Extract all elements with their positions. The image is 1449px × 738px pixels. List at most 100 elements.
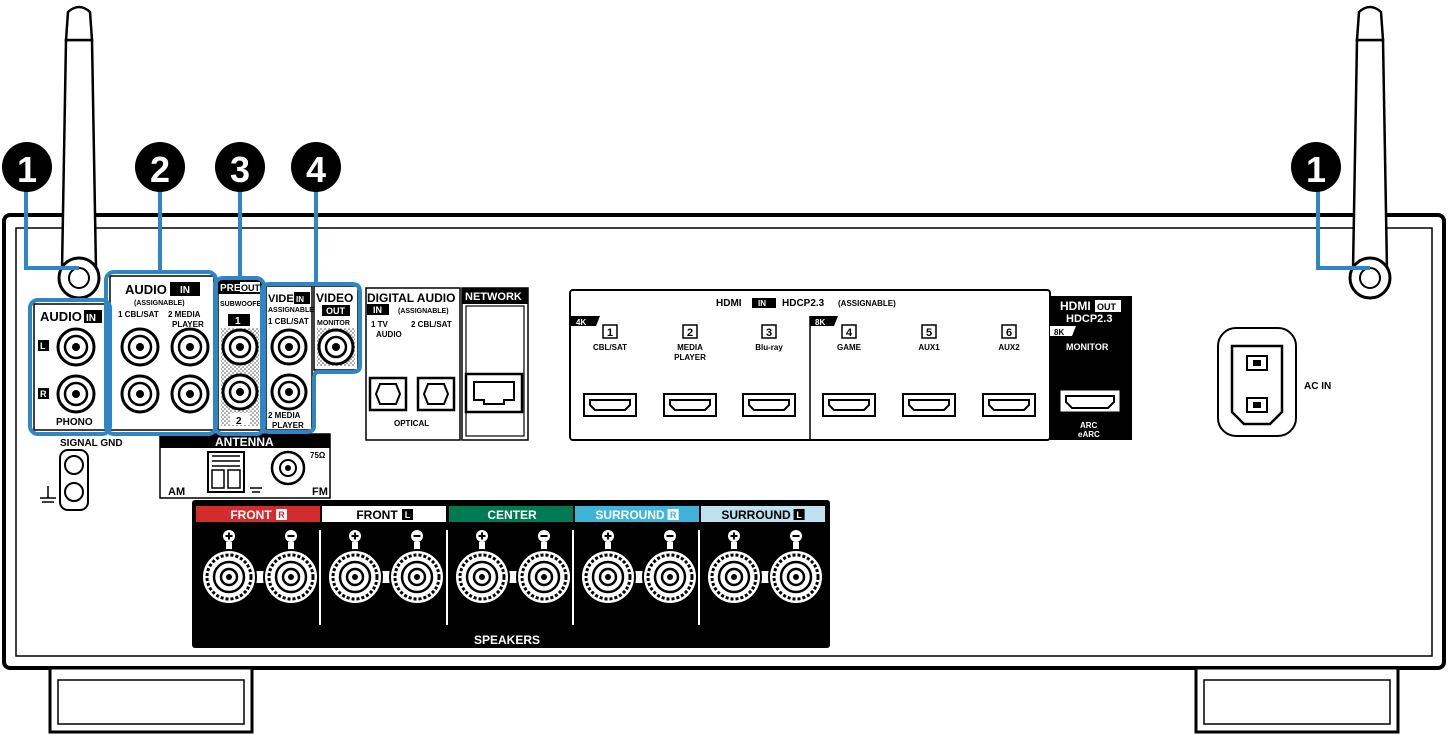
video-out-title: VIDEO xyxy=(316,291,353,305)
foot-right xyxy=(1194,666,1400,734)
hdmi-port-label: AUX1 xyxy=(918,343,940,352)
ethernet-port[interactable] xyxy=(464,372,524,414)
phono-in-badge: IN xyxy=(86,313,96,324)
audio-in-2-l-jack[interactable] xyxy=(170,327,210,367)
ac-inlet[interactable] xyxy=(1217,327,1297,437)
callout-3: 3 xyxy=(230,149,250,190)
optical-label: OPTICAL xyxy=(394,419,429,428)
callout-lines xyxy=(24,180,1370,436)
digital-audio-section: DIGITAL AUDIO IN (ASSIGNABLE) 1 TV AUDIO… xyxy=(365,287,461,441)
signal-gnd-terminal[interactable] xyxy=(40,449,89,511)
fm-antenna-jack[interactable] xyxy=(270,450,306,486)
optical-1-sub: AUDIO xyxy=(376,330,402,339)
ac-in-label: AC IN xyxy=(1304,381,1331,392)
optical-2-jack[interactable] xyxy=(416,376,456,412)
audio-in-cblsat: 1 CBL/SAT xyxy=(118,310,159,319)
audio-in-assignable: (ASSIGNABLE) xyxy=(134,300,185,307)
speaker-group-name: FRONT xyxy=(356,508,398,522)
hdmi-out-port[interactable] xyxy=(1059,389,1121,413)
phono-audio-label: AUDIO xyxy=(40,309,82,324)
audio-in-badge: IN xyxy=(180,285,190,296)
hdmi-out-monitor: MONITOR xyxy=(1066,342,1109,352)
speaker-terminal-plus[interactable] xyxy=(706,530,762,605)
hdmi-port-label-2: PLAYER xyxy=(674,353,706,362)
speaker-side-badge: L xyxy=(405,510,411,520)
hdmi-in-label: HDMI xyxy=(716,298,742,309)
hdmi-port-number: 5 xyxy=(926,327,932,339)
speaker-terminal-plus[interactable] xyxy=(327,530,383,605)
speaker-terminal-minus[interactable] xyxy=(516,530,572,605)
speaker-terminal-minus[interactable] xyxy=(768,530,824,605)
audio-in-media: 2 MEDIA xyxy=(168,310,201,319)
callout-4: 4 xyxy=(306,149,326,190)
phono-r-jack[interactable] xyxy=(56,374,96,414)
speaker-group-name: CENTER xyxy=(487,508,537,522)
subwoofer-1-jack[interactable] xyxy=(221,328,259,366)
hdmi-in-assignable: (ASSIGNABLE) xyxy=(838,299,896,308)
video-in-assignable: ASSIGNABLE xyxy=(268,307,314,314)
audio-in-2-r-jack[interactable] xyxy=(170,374,210,414)
speaker-terminal-plus[interactable] xyxy=(201,530,257,605)
phono-label: PHONO xyxy=(56,417,93,428)
audio-in-1-r-jack[interactable] xyxy=(120,374,160,414)
speaker-terminal-minus[interactable] xyxy=(389,530,445,605)
wireless-antenna-left[interactable] xyxy=(57,5,101,300)
subwoofer-label: SUBWOOFER xyxy=(220,301,266,308)
hdmi-port-number: 3 xyxy=(766,327,772,339)
speaker-group-name: SURROUND xyxy=(595,508,665,522)
speaker-terminal-minus[interactable] xyxy=(642,530,698,605)
speaker-terminal-plus[interactable] xyxy=(580,530,636,605)
video-in-badge: IN xyxy=(296,295,304,304)
speaker-side-badge: R xyxy=(278,510,285,520)
video-in-media: 2 MEDIA xyxy=(268,411,301,420)
hdmi-port-label: MEDIA xyxy=(677,343,703,352)
sub-1-label: 1 xyxy=(235,316,241,327)
callout-1-left: 1 xyxy=(17,149,37,190)
speaker-group-name: SURROUND xyxy=(721,508,791,522)
out-badge: OUT xyxy=(241,283,261,293)
hdmi-4k-badge: 4K xyxy=(576,318,586,327)
fm-ohm-label: 75Ω xyxy=(310,451,326,460)
audio-in-1-l-jack[interactable] xyxy=(120,327,160,367)
hdmi-port-label: GAME xyxy=(837,343,862,352)
video-in-2-jack[interactable] xyxy=(270,373,308,411)
digital-assignable: (ASSIGNABLE) xyxy=(398,308,449,315)
video-in-section: VIDEO IN ASSIGNABLE 1 CBL/SAT 2 MEDIA PL… xyxy=(265,285,314,431)
video-out-monitor-jack[interactable] xyxy=(317,328,355,366)
digital-in-badge: IN xyxy=(373,305,382,315)
phono-input-section: AUDIO IN L R PHONO xyxy=(33,303,107,431)
hdmi-port-number: 2 xyxy=(687,327,693,339)
audio-in-section: AUDIO IN (ASSIGNABLE) 1 CBL/SAT 2 MEDIA … xyxy=(109,275,215,431)
video-out-badge: OUT xyxy=(326,306,346,316)
optical-1-jack[interactable] xyxy=(368,376,408,412)
speaker-terminal-plus[interactable] xyxy=(454,530,510,605)
am-antenna-terminal[interactable] xyxy=(207,451,262,493)
video-out-section: VIDEO OUT MONITOR xyxy=(313,285,359,371)
hdmi-port-number: 1 xyxy=(607,327,613,339)
hdmi-port-number: 6 xyxy=(1006,327,1012,339)
speaker-group-front-l: FRONT L xyxy=(319,506,446,625)
hdmi-out-section: HDMI OUT HDCP2.3 8K MONITOR ARC eARC xyxy=(1050,296,1132,440)
speaker-terminal-minus[interactable] xyxy=(263,530,319,605)
phono-l-jack[interactable] xyxy=(56,327,96,367)
speakers-title: SPEAKERS xyxy=(474,633,540,647)
hdmi-out-badge: OUT xyxy=(1097,302,1117,312)
wireless-antenna-right[interactable] xyxy=(1348,5,1392,300)
video-in-1-jack[interactable] xyxy=(270,328,308,366)
subwoofer-2-jack[interactable] xyxy=(221,373,259,411)
callout-markers: 1 2 3 4 1 xyxy=(2,142,1341,192)
sub-2-label: 2 xyxy=(236,416,242,427)
hdmi-port-number: 4 xyxy=(846,327,853,339)
hdmi-port-label: AUX2 xyxy=(998,343,1020,352)
hdmi-out-8k-badge: 8K xyxy=(1054,328,1064,337)
hdmi-port-label: Blu-ray xyxy=(755,343,783,352)
